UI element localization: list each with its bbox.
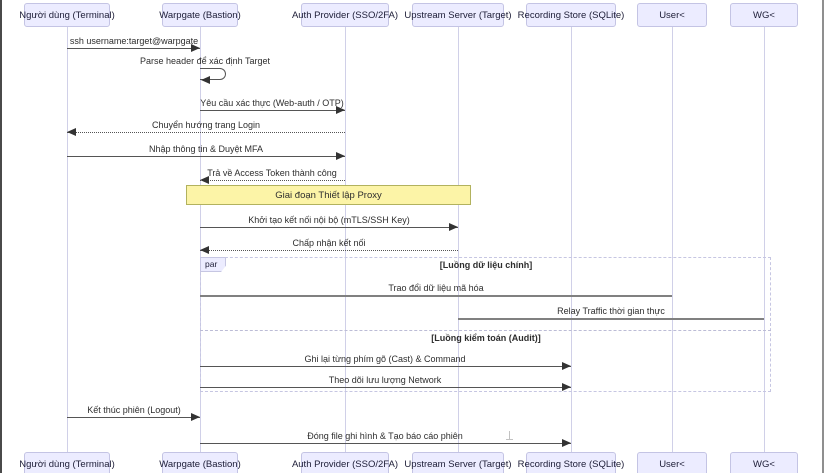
message-label-mfa: Nhập thông tin & Duyệt MFA [148, 144, 264, 154]
message-label-monitor-network: Theo dõi lưu lượng Network [328, 375, 442, 385]
arrowhead-left-redirect-login [67, 128, 76, 136]
message-label-record-keystrokes: Ghi lại từng phím gõ (Cast) & Command [304, 354, 466, 364]
message-line-monitor-network [200, 387, 571, 388]
participant-auth-provider-bottom: Auth Provider (SSO/2FA) [292, 452, 398, 473]
arrowhead-right-init-connection [449, 223, 458, 231]
participant-wg2-top: WG< [730, 3, 798, 27]
message-line-relay-traffic [458, 318, 764, 320]
participant-auth-provider-top: Auth Provider (SSO/2FA) [292, 3, 398, 27]
arrowhead-right-ssh [191, 44, 200, 52]
lifeline-upstream [458, 27, 459, 452]
message-label-logout: Kết thúc phiên (Logout) [87, 405, 181, 415]
message-label-ssh: ssh username:target@warpgate [69, 36, 199, 46]
lifeline-recording [571, 27, 572, 452]
arrowhead-left-access-token [200, 176, 209, 184]
message-line-auth-request [200, 110, 345, 111]
message-label-init-connection: Khởi tạo kết nối nội bộ (mTLS/SSH Key) [248, 215, 410, 225]
left-panel-edge [0, 0, 2, 473]
arrowhead-right-close-recording [562, 439, 571, 447]
par-condition-audit-flow: [Luồng kiểm toán (Audit)] [431, 333, 541, 343]
message-label-parse-header: Parse header để xác định Target [140, 56, 270, 66]
message-label-redirect-login: Chuyển hướng trang Login [152, 120, 260, 130]
arrowhead-right-mfa [336, 152, 345, 160]
message-label-access-token: Trả về Access Token thành công [207, 168, 337, 178]
participant-recording-bottom: Recording Store (SQLite) [518, 452, 624, 473]
message-line-mfa [67, 156, 345, 157]
arrowhead-right-auth-request [336, 106, 345, 114]
participant-upstream-top: Upstream Server (Target) [404, 3, 512, 27]
message-label-close-recording: Đóng file ghi hình & Tạo báo cáo phiên [307, 431, 463, 441]
participant-user-terminal-top: Người dùng (Terminal) [19, 3, 115, 27]
message-line-accept-connection [200, 250, 458, 251]
right-panel-edge [822, 0, 824, 473]
arrowhead-right-logout [191, 413, 200, 421]
participant-upstream-bottom: Upstream Server (Target) [404, 452, 512, 473]
lifeline-auth-provider [345, 27, 346, 452]
message-line-access-token [200, 180, 345, 181]
par-divider [200, 330, 771, 331]
lifeline-wg2 [764, 27, 765, 452]
participant-warpgate-top: Warpgate (Bastion) [159, 3, 241, 27]
participant-recording-top: Recording Store (SQLite) [518, 3, 624, 27]
message-line-logout [67, 417, 200, 418]
arrowhead-right-record-keystrokes [562, 362, 571, 370]
participant-wg2-bottom: WG< [730, 452, 798, 473]
arrowhead-right-monitor-network [562, 383, 571, 391]
arrowhead-left-accept-connection [200, 246, 209, 254]
participant-user2-top: User< [637, 3, 707, 27]
faint-cursor-artifact [505, 431, 514, 440]
participant-user2-bottom: User< [637, 452, 707, 473]
message-label-auth-request: Yêu cầu xác thực (Web-auth / OTP) [200, 98, 344, 108]
self-message-loop [200, 68, 226, 80]
message-line-ssh [67, 48, 200, 49]
participant-warpgate-bottom: Warpgate (Bastion) [159, 452, 241, 473]
message-line-record-keystrokes [200, 366, 571, 367]
lifeline-user2 [672, 27, 673, 452]
par-condition-main-flow: [Luồng dữ liệu chính] [439, 260, 533, 270]
message-label-relay-traffic: Relay Traffic thời gian thực [557, 306, 665, 316]
message-label-accept-connection: Chấp nhận kết nối [292, 238, 366, 248]
message-line-init-connection [200, 227, 458, 228]
message-line-close-recording [200, 443, 571, 444]
lifeline-user-terminal [67, 27, 68, 452]
par-label: par [200, 257, 227, 272]
par-block [200, 257, 771, 392]
participant-user-terminal-bottom: Người dùng (Terminal) [19, 452, 115, 473]
arrowhead-left-parse-header [201, 76, 210, 84]
message-line-redirect-login [67, 132, 345, 133]
lifeline-warpgate [200, 27, 201, 452]
message-line-data-exchange [200, 295, 672, 297]
message-label-data-exchange: Trao đổi dữ liệu mã hóa [388, 283, 484, 293]
note-proxy-setup: Giai đoạn Thiết lập Proxy [186, 185, 471, 205]
